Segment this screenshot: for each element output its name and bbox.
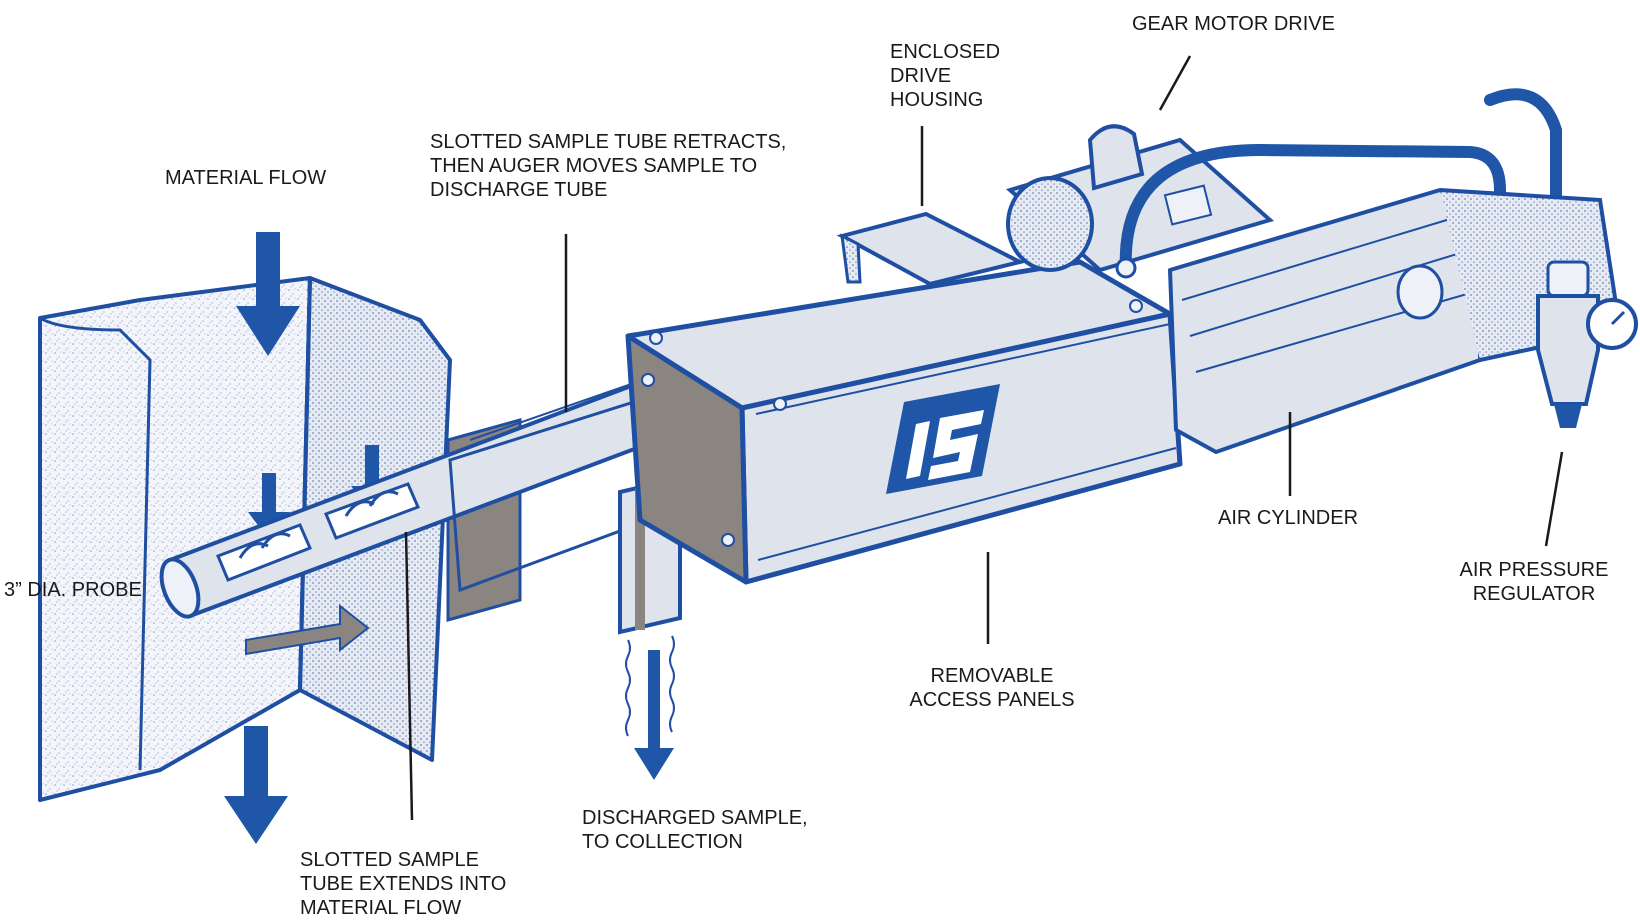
label-slotted-extends-line3: MATERIAL FLOW <box>300 897 462 919</box>
label-material-flow-text: MATERIAL FLOW <box>165 167 327 189</box>
label-slotted-retracts-line3: DISCHARGE TUBE <box>430 179 608 201</box>
label-slotted-retracts-line1: SLOTTED SAMPLE TUBE RETRACTS, <box>430 131 787 153</box>
label-slotted-retracts-line2: THEN AUGER MOVES SAMPLE TO <box>430 155 758 177</box>
label-probe: 3” DIA. PROBE <box>4 578 142 602</box>
label-enclosed-drive-line1: ENCLOSED <box>890 41 1001 63</box>
label-slotted-extends: SLOTTED SAMPLE TUBE EXTENDS INTO MATERIA… <box>300 848 506 920</box>
sample-direction-arrow <box>245 603 370 656</box>
label-slotted-extends-line2: TUBE EXTENDS INTO <box>300 873 507 895</box>
label-gear-motor: GEAR MOTOR DRIVE <box>1132 12 1335 36</box>
label-slotted-retracts: SLOTTED SAMPLE TUBE RETRACTS, THEN AUGER… <box>430 130 786 202</box>
label-discharged-line1: DISCHARGED SAMPLE, <box>582 807 808 829</box>
leader-gear-motor <box>1158 55 1192 111</box>
label-access-panels-line1: REMOVABLE <box>930 665 1054 687</box>
enclosed-drive-housing <box>836 211 1026 287</box>
label-enclosed-drive-line3: HOUSING <box>890 89 984 111</box>
label-enclosed-drive: ENCLOSED DRIVE HOUSING <box>890 40 1000 112</box>
probe-slots <box>216 482 421 582</box>
label-discharged: DISCHARGED SAMPLE, TO COLLECTION <box>582 806 808 854</box>
label-access-panels: REMOVABLE ACCESS PANELS <box>900 664 1084 712</box>
label-air-regulator: AIR PRESSURE REGULATOR <box>1452 558 1616 606</box>
label-air-cylinder: AIR CYLINDER <box>1218 506 1358 530</box>
label-slotted-extends-line1: SLOTTED SAMPLE <box>300 849 479 871</box>
chute-wall <box>38 276 452 802</box>
label-discharged-line2: TO COLLECTION <box>582 831 743 853</box>
label-air-regulator-line1: AIR PRESSURE <box>1459 559 1609 581</box>
logo-badge <box>886 384 1000 494</box>
leader-regulator <box>1544 451 1564 547</box>
flow-arrow-bottom <box>224 726 288 844</box>
leader-lines <box>404 55 1564 821</box>
label-gear-motor-text: GEAR MOTOR DRIVE <box>1132 13 1335 35</box>
air-regulator <box>1536 260 1638 428</box>
label-access-panels-line2: ACCESS PANELS <box>909 689 1075 711</box>
label-material-flow: MATERIAL FLOW <box>165 166 326 190</box>
label-air-regulator-line2: REGULATOR <box>1472 583 1596 605</box>
label-probe-text: 3” DIA. PROBE <box>4 579 142 601</box>
label-air-cylinder-text: AIR CYLINDER <box>1218 507 1359 529</box>
leader-extends <box>404 531 414 821</box>
label-enclosed-drive-line2: DRIVE <box>890 65 952 87</box>
flow-arrow-top <box>236 232 300 356</box>
